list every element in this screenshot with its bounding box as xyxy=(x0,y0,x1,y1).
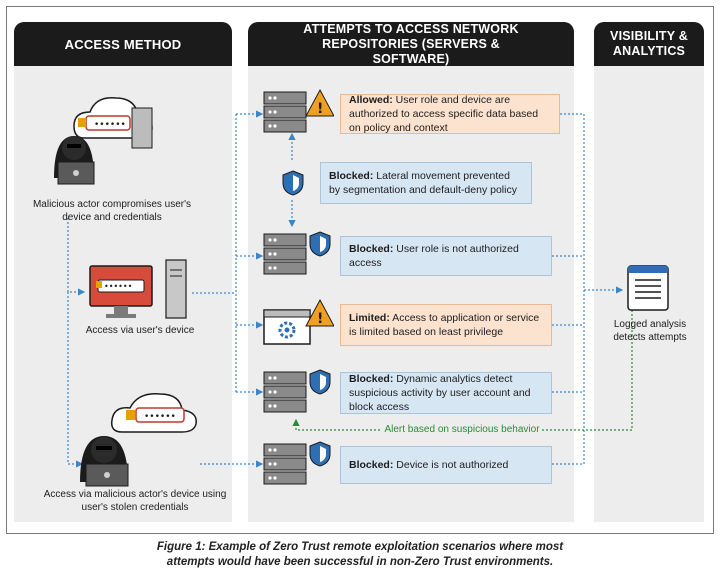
attempt-text-5: Dynamic analytics detect suspicious acti… xyxy=(349,373,531,413)
application-warning-icon: ! xyxy=(263,298,334,345)
server-shield-icon xyxy=(263,231,331,275)
attempts-title: ATTEMPTS TO ACCESS NETWORK REPOSITORIES … xyxy=(303,21,519,66)
attempt-text-4: Access to application or service is limi… xyxy=(349,312,540,338)
attempt-box-limited: Limited: Access to application or servic… xyxy=(340,304,552,346)
shield-icon xyxy=(282,170,304,196)
attempt-text-2: Lateral movement prevented by segmentati… xyxy=(329,170,517,196)
attempt-box-allowed: Allowed: User role and device are author… xyxy=(340,94,560,134)
access-method-header: ACCESS METHOD xyxy=(14,22,232,66)
attempt-status-1: Allowed: xyxy=(349,94,393,106)
access-method-label-1: Malicious actor compromises user's devic… xyxy=(32,199,192,223)
attempt-status-2: Blocked: xyxy=(329,170,374,182)
server-shield-icon-3 xyxy=(263,441,331,485)
svg-text:••••••: •••••• xyxy=(94,120,126,130)
attempt-status-4: Limited: xyxy=(349,312,390,324)
attempt-box-analytics: Blocked: Dynamic analytics detect suspic… xyxy=(340,372,552,414)
attempt-status-3: Blocked: xyxy=(349,243,394,255)
access-method-label-3: Access via malicious actor's device usin… xyxy=(43,489,227,513)
hacker-cloud-icon: •••••• xyxy=(54,97,153,185)
attempt-box-role: Blocked: User role is not authorized acc… xyxy=(340,236,552,276)
visibility-header: VISIBILITY & ANALYTICS xyxy=(594,22,704,66)
access-method-label-2: Access via user's device xyxy=(85,325,195,336)
analytics-label: Logged analysis detects attempts xyxy=(613,319,687,343)
user-device-icon: •••••• xyxy=(89,259,187,319)
visibility-title: VISIBILITY & ANALYTICS xyxy=(610,29,688,58)
attempt-box-lateral: Blocked: Lateral movement prevented by s… xyxy=(320,162,532,204)
svg-text:••••••: •••••• xyxy=(144,412,176,422)
figure-caption: Figure 1: Example of Zero Trust remote e… xyxy=(156,541,564,568)
alert-label: Alert based on suspicious behavior xyxy=(382,424,542,435)
attempt-box-device: Blocked: Device is not authorized xyxy=(340,446,552,484)
attempt-text-1: User role and device are authorized to a… xyxy=(349,94,539,134)
svg-text:••••••: •••••• xyxy=(104,282,132,291)
attempt-text-3: User role is not authorized access xyxy=(349,243,519,269)
malicious-actor-device-icon: •••••• xyxy=(80,393,197,487)
attempts-header: ATTEMPTS TO ACCESS NETWORK REPOSITORIES … xyxy=(248,22,574,66)
log-document-icon xyxy=(627,265,669,311)
svg-text:!: ! xyxy=(317,101,323,117)
server-warning-icon: ! xyxy=(263,88,334,133)
attempt-text-6: Device is not authorized xyxy=(396,459,509,471)
attempt-status-6: Blocked: xyxy=(349,459,394,471)
access-method-title: ACCESS METHOD xyxy=(64,36,182,52)
attempt-status-5: Blocked: xyxy=(349,373,394,385)
svg-text:!: ! xyxy=(317,311,323,327)
server-shield-icon-2 xyxy=(263,369,331,413)
